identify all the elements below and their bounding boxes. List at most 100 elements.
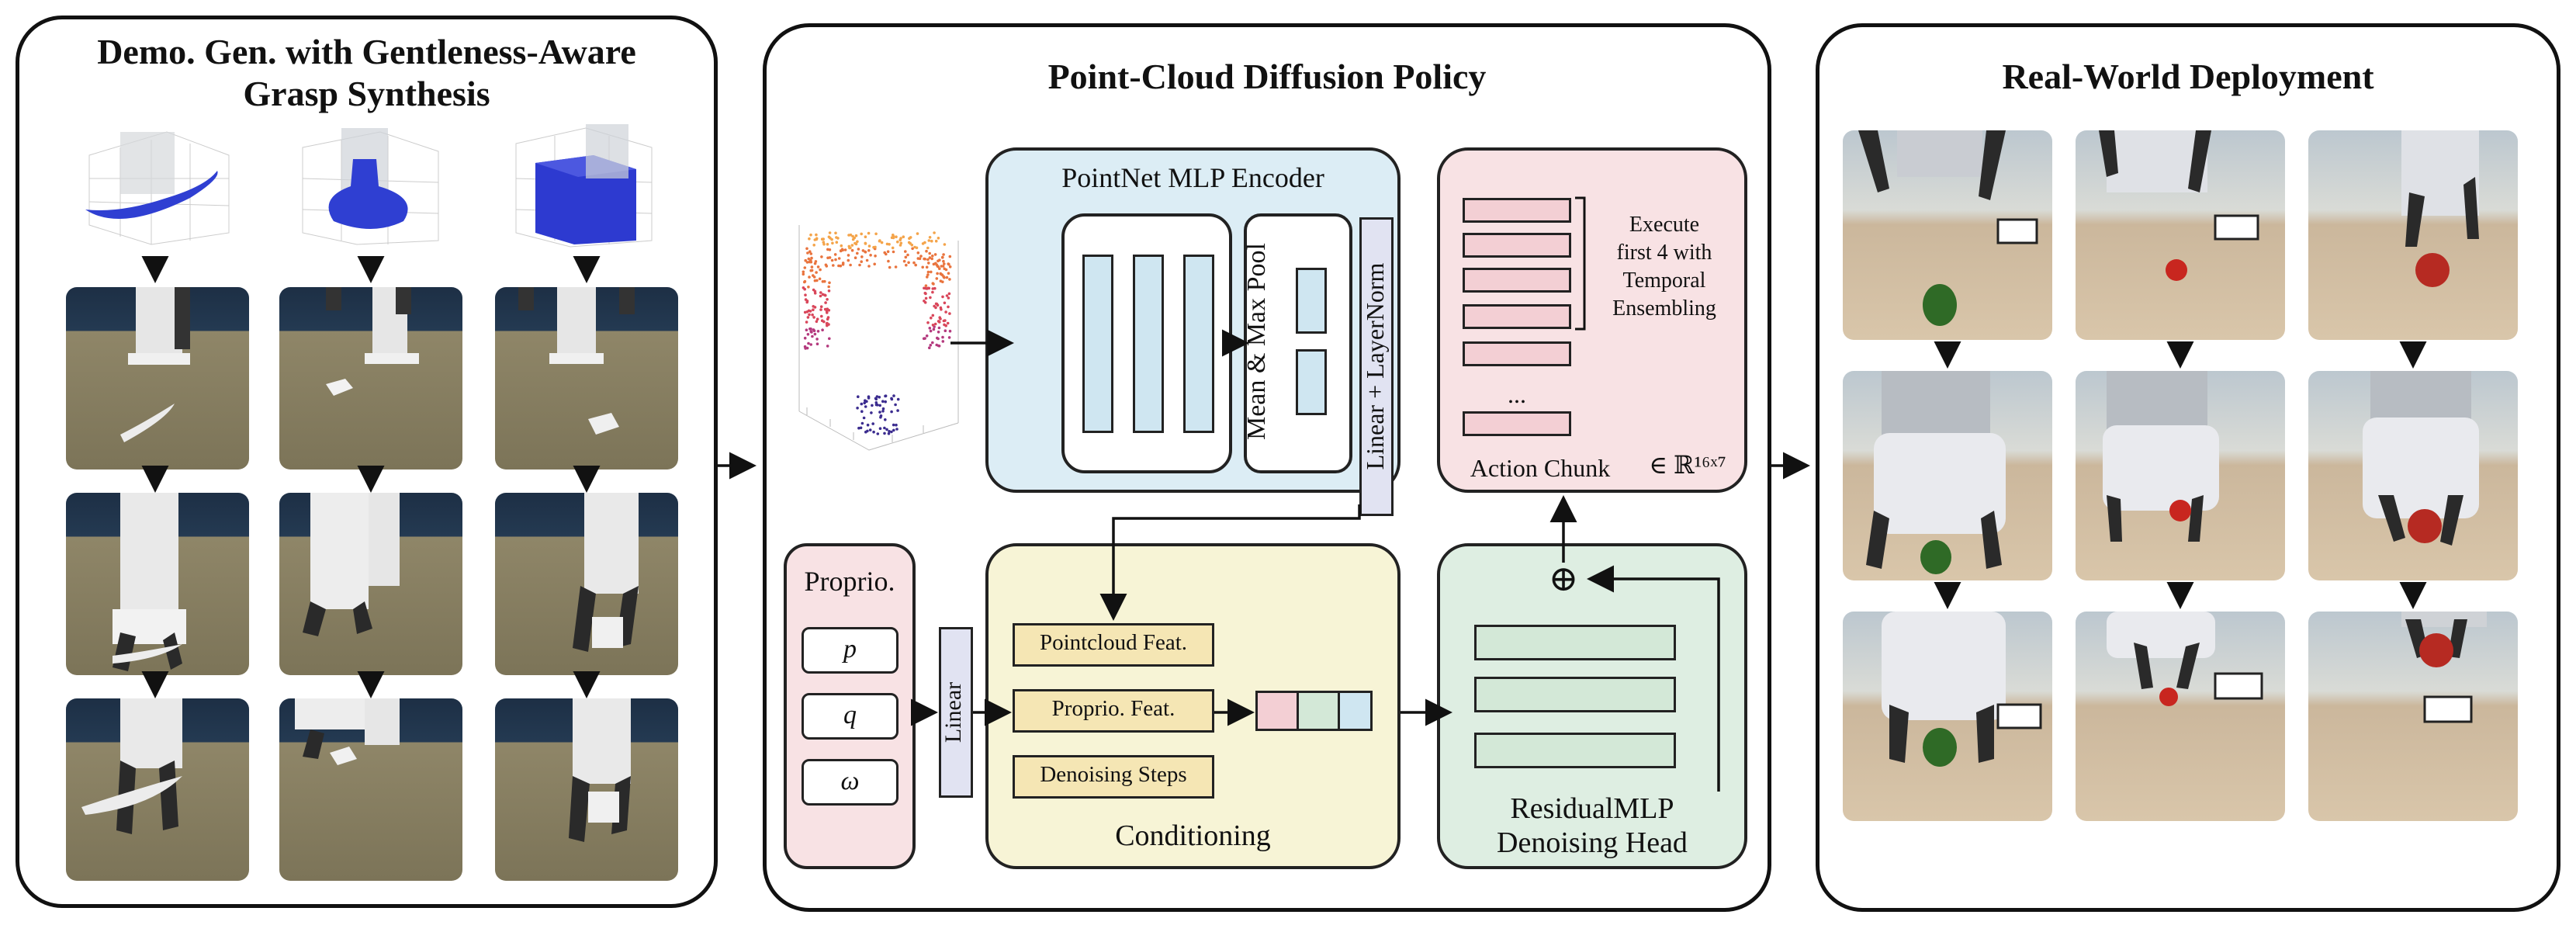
point-cloud-point xyxy=(860,255,864,258)
pointcloud-feat-box xyxy=(1013,623,1214,667)
linear-layernorm-block xyxy=(1359,217,1394,516)
point-cloud-point xyxy=(815,271,818,274)
point-cloud-point xyxy=(812,288,815,292)
sim-vase-step-3 xyxy=(279,698,462,881)
real-world-title: Real-World Deployment xyxy=(2002,57,2374,96)
point-cloud-point xyxy=(878,411,881,414)
point-cloud-point xyxy=(914,263,917,267)
point-cloud-point xyxy=(948,255,952,258)
point-cloud-point xyxy=(851,237,855,241)
point-cloud-point xyxy=(830,237,833,241)
proprio-feat-label: Proprio. Feat. xyxy=(1051,696,1175,721)
point-cloud-point xyxy=(813,332,817,336)
point-cloud-point xyxy=(937,237,940,240)
point-cloud-point xyxy=(938,258,941,262)
point-cloud-point xyxy=(831,241,834,245)
point-cloud-point xyxy=(873,262,876,266)
point-cloud-point xyxy=(808,275,811,279)
point-cloud-point xyxy=(926,275,929,279)
proprio-item-omega-label: ω xyxy=(840,767,860,795)
point-cloud-point xyxy=(856,407,859,410)
point-cloud-point xyxy=(943,301,947,305)
point-cloud-point xyxy=(931,314,935,317)
point-cloud-point xyxy=(843,248,847,251)
point-cloud-point xyxy=(857,248,860,251)
point-cloud-point xyxy=(934,239,938,243)
sim-banana-step-3 xyxy=(66,698,249,881)
point-cloud-point xyxy=(871,422,874,425)
point-cloud-point xyxy=(916,251,920,255)
point-cloud-point xyxy=(895,428,898,431)
real-pepper-step-3 xyxy=(1843,612,2052,821)
point-cloud-point xyxy=(948,312,951,315)
point-cloud-point xyxy=(811,334,814,338)
denoising-steps-box xyxy=(1013,755,1214,799)
mlp-layer-3 xyxy=(1183,255,1214,433)
point-cloud-point xyxy=(808,310,812,313)
point-cloud-point xyxy=(803,345,807,348)
point-cloud-point xyxy=(936,265,940,268)
vase-object-render xyxy=(287,124,450,248)
point-cloud-point xyxy=(867,249,871,252)
action-chunk-label: Action Chunk xyxy=(1470,454,1611,482)
point-cloud-point xyxy=(839,249,843,252)
point-cloud-point xyxy=(899,241,903,245)
point-cloud-point xyxy=(944,310,947,314)
execute-note: Execute first 4 with Temporal Ensembling xyxy=(1612,213,1716,321)
point-cloud-point xyxy=(860,232,863,236)
point-cloud-point xyxy=(925,249,928,253)
point-cloud-point xyxy=(808,313,811,317)
point-cloud-point xyxy=(921,265,924,269)
point-cloud-point xyxy=(884,418,887,421)
pool-output-1 xyxy=(1296,268,1327,334)
residual-add-symbol: ⊕ xyxy=(1548,559,1579,598)
point-cloud-point xyxy=(826,243,829,246)
point-cloud-point xyxy=(819,294,822,298)
point-cloud-point xyxy=(815,233,818,237)
point-cloud-point xyxy=(907,241,911,244)
point-cloud-point xyxy=(942,253,945,256)
proprio-item-q xyxy=(802,693,898,740)
point-cloud-point xyxy=(948,278,951,281)
point-cloud-point xyxy=(935,303,939,306)
point-cloud-point xyxy=(818,277,822,281)
point-cloud-point xyxy=(867,231,871,235)
point-cloud-point xyxy=(813,238,817,241)
point-cloud-point xyxy=(805,300,808,304)
point-cloud-point xyxy=(926,270,930,274)
point-cloud-plot xyxy=(784,210,970,489)
point-cloud-point xyxy=(933,286,937,290)
point-cloud-point xyxy=(803,266,807,269)
proprio-item-p xyxy=(802,627,898,674)
point-cloud-point xyxy=(881,407,885,411)
point-cloud-point xyxy=(834,258,837,262)
real-pepper-step-2 xyxy=(1843,371,2052,580)
point-cloud-point xyxy=(856,251,859,255)
point-cloud-point xyxy=(857,426,860,430)
point-cloud-point xyxy=(890,410,893,414)
head-layer-3 xyxy=(1474,733,1676,768)
point-cloud-point xyxy=(947,296,950,300)
point-cloud-point xyxy=(912,261,916,265)
point-cloud-point xyxy=(924,284,928,287)
point-cloud-point xyxy=(883,426,886,430)
point-cloud-point xyxy=(820,237,824,241)
point-cloud-point xyxy=(871,404,874,407)
diffusion-policy-title: Point-Cloud Diffusion Policy xyxy=(1047,57,1487,96)
point-cloud-point xyxy=(926,273,930,276)
point-cloud-point xyxy=(815,279,819,282)
real-apple-step-1 xyxy=(2308,130,2518,340)
point-cloud-point xyxy=(938,267,941,270)
point-cloud-point xyxy=(946,321,950,325)
point-cloud-point xyxy=(896,240,899,244)
point-cloud-point xyxy=(891,246,895,250)
point-cloud-point xyxy=(827,309,831,312)
point-cloud-point xyxy=(806,333,810,336)
point-cloud-point xyxy=(945,294,949,297)
point-cloud-point xyxy=(894,403,897,407)
point-cloud-point xyxy=(808,260,812,264)
cube-object-render xyxy=(500,124,663,248)
point-cloud-point xyxy=(940,256,944,259)
real-tomato-step-3 xyxy=(2076,612,2285,821)
point-cloud-point xyxy=(906,253,909,257)
